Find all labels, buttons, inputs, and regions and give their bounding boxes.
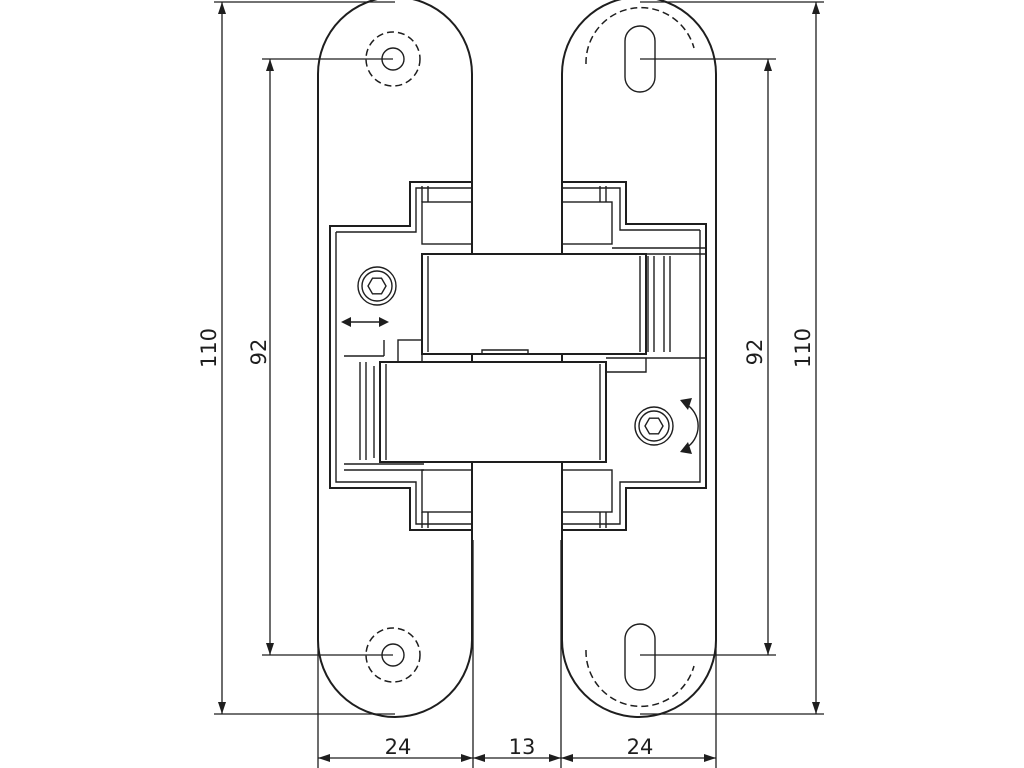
dimension-label-92-left: 92 bbox=[247, 339, 271, 366]
dimension-label-13-gap: 13 bbox=[509, 735, 536, 759]
lower-hinge-arm bbox=[373, 361, 607, 463]
dimension-label-92-right: 92 bbox=[743, 339, 767, 366]
dimension-hole-spacing-left: 92 bbox=[247, 58, 393, 656]
dimension-label-24-left: 24 bbox=[385, 735, 412, 759]
curved-double-arrow-icon bbox=[680, 398, 699, 454]
upper-hinge-arm bbox=[421, 253, 647, 355]
right-housing bbox=[561, 181, 707, 531]
dimension-label-110-left: 110 bbox=[197, 328, 221, 368]
dimension-total-height-right: 110 bbox=[640, 1, 824, 715]
right-bottom-slot-hole bbox=[624, 623, 656, 691]
double-arrow-horizontal-icon bbox=[341, 317, 389, 327]
dimension-total-height-left: 110 bbox=[197, 1, 395, 715]
dimension-hole-spacing-right: 92 bbox=[640, 58, 776, 656]
dimension-widths-bottom: 24 13 24 bbox=[317, 540, 717, 768]
dimension-label-110-right: 110 bbox=[791, 328, 815, 368]
left-housing bbox=[329, 181, 473, 531]
hex-socket-screw-icon bbox=[357, 266, 397, 306]
hex-socket-screw-icon bbox=[634, 406, 674, 446]
dimension-label-24-right: 24 bbox=[627, 735, 654, 759]
